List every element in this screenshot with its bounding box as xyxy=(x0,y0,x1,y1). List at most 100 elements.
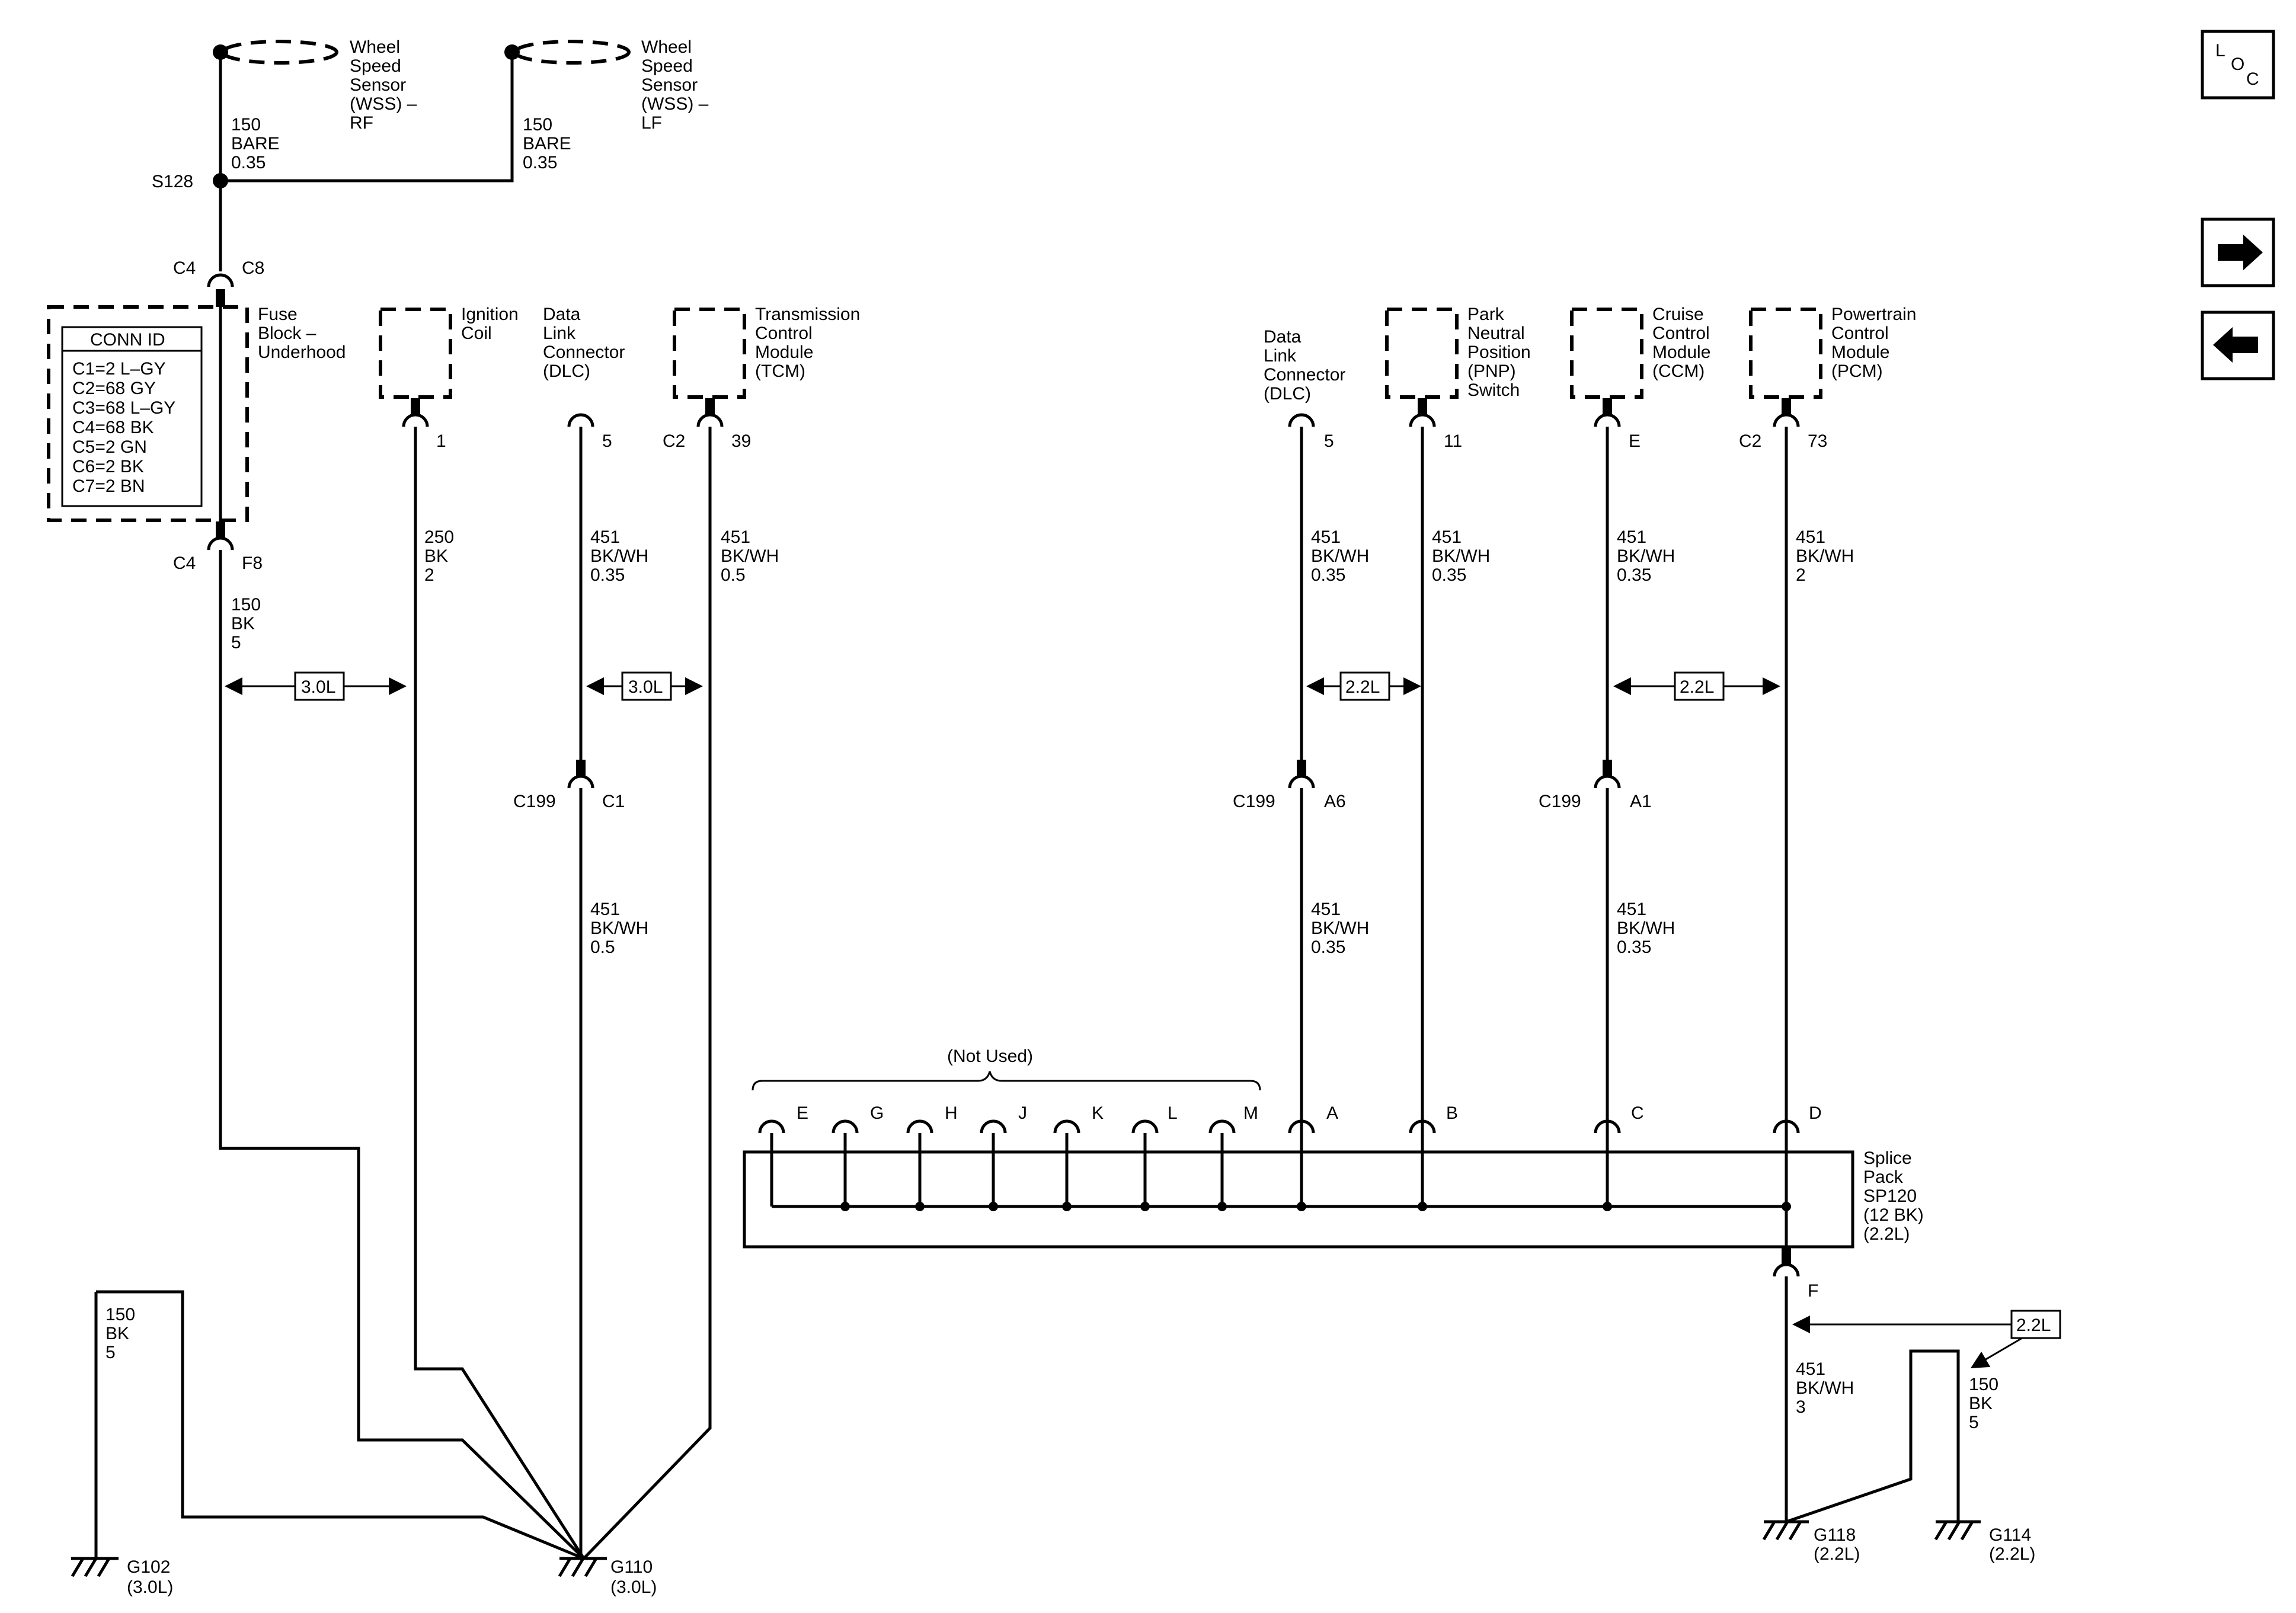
ccm-line-2: Control xyxy=(1652,324,1710,343)
wire-lf-line-3: 0.35 xyxy=(523,153,557,172)
pnp-line-3: Position xyxy=(1467,343,1531,362)
ground-g102-label: G102 xyxy=(127,1557,170,1577)
fuse-block-line-1: Fuse xyxy=(258,305,298,324)
loc-button[interactable]: L O C xyxy=(2201,30,2275,100)
conn-id-row: C2=68 GY xyxy=(72,379,156,398)
splice-pin-a: A xyxy=(1288,1103,1338,1211)
wss-rf-line-2: Speed xyxy=(350,56,401,76)
conn-id-row: C1=2 L–GY xyxy=(72,359,166,379)
wire-rf-line-2: BARE xyxy=(231,134,280,153)
splice-pin-h: H xyxy=(906,1103,958,1211)
wire-g102-line-1: 150 xyxy=(105,1305,135,1324)
conn-id-title: CONN ID xyxy=(90,330,165,350)
conn-id-row: C7=2 BN xyxy=(72,476,145,496)
wire-ign-line-2: BK xyxy=(424,546,448,566)
conn-id-row: C6=2 BK xyxy=(72,457,144,476)
svg-text:A: A xyxy=(1326,1103,1338,1123)
ground-g102-option: (3.0L) xyxy=(127,1577,173,1597)
back-button[interactable] xyxy=(2201,311,2275,380)
forward-button[interactable] xyxy=(2201,217,2275,287)
conn-id-row: C3=68 L–GY xyxy=(72,398,175,418)
pcm-line-3: Module xyxy=(1831,343,1889,362)
svg-text:M: M xyxy=(1243,1103,1258,1123)
splice-pin-d: D xyxy=(1773,1103,1822,1211)
dlc1-line-2: Link xyxy=(543,324,576,343)
ground-g118-option: (2.2L) xyxy=(1814,1544,1860,1564)
pcm-line-2: Control xyxy=(1831,324,1889,343)
wire-dlc1-line-1: 451 xyxy=(590,527,620,547)
ignition-line-1: Ignition xyxy=(461,305,519,324)
ground-g110-icon xyxy=(558,1557,607,1577)
wire-g114-line-2: BK xyxy=(1969,1394,1993,1413)
c199-a-pin: C1 xyxy=(602,792,625,811)
wire-rf-line-1: 150 xyxy=(231,115,261,135)
wire-dlc1-line-3: 0.35 xyxy=(590,565,625,585)
arrow-right-icon xyxy=(2218,235,2263,270)
ccm-pin: E xyxy=(1629,431,1641,451)
not-used-brace xyxy=(752,1071,1261,1091)
option-3-0l-label: 3.0L xyxy=(301,677,335,697)
arrow-left-icon xyxy=(2213,327,2258,363)
svg-text:G: G xyxy=(870,1103,884,1123)
wire-ccm-low-line-2: BK/WH xyxy=(1617,918,1675,938)
c4-bot-label: C4 xyxy=(173,553,196,573)
svg-text:B: B xyxy=(1446,1103,1458,1123)
wire-tcm-line-3: 0.5 xyxy=(721,565,746,585)
pcm-connector: C2 xyxy=(1739,431,1761,451)
wire-lf-line-1: 150 xyxy=(523,115,552,135)
wire-pnp-line-1: 451 xyxy=(1432,527,1462,547)
splice-pin-b: B xyxy=(1409,1103,1458,1211)
dlc2-line-1: Data xyxy=(1264,327,1302,347)
svg-text:D: D xyxy=(1809,1103,1822,1123)
option-2-2l-right: 2.2L xyxy=(1613,671,1780,701)
dlc1-line-4: (DLC) xyxy=(543,361,590,381)
dlc2-line-4: (DLC) xyxy=(1264,384,1311,404)
splice-pin-l: L xyxy=(1131,1103,1178,1211)
splice-f-pin: F xyxy=(1808,1281,1818,1301)
wss-lf-line-2: Speed xyxy=(641,56,693,76)
fuse-block-underhood: Fuse Block – Underhood xyxy=(47,305,346,522)
ground-g110-option: (3.0L) xyxy=(610,1577,657,1597)
dlc1-pin: 5 xyxy=(602,431,612,451)
fuse-block-line-3: Underhood xyxy=(258,343,346,362)
cruise-control-module: Cruise Control Module (CCM) xyxy=(1570,305,1710,399)
dlc2-line-3: Connector xyxy=(1264,365,1345,385)
wire-sp-f-line-2: BK/WH xyxy=(1796,1378,1854,1398)
wire-sp-f-line-3: 3 xyxy=(1796,1397,1806,1417)
wire-dlc1-line-2: BK/WH xyxy=(590,546,648,566)
ignition-line-2: Coil xyxy=(461,324,492,343)
wire-ccm-low-line-1: 451 xyxy=(1617,900,1646,919)
pnp-line-4: (PNP) xyxy=(1467,361,1516,381)
splice-pack-line-2: Pack xyxy=(1863,1167,1904,1187)
wire-150-line-1: 150 xyxy=(231,595,261,615)
option-3-0l-middle: 3.0L xyxy=(586,671,703,701)
svg-text:L: L xyxy=(1168,1103,1178,1123)
option-3-0l-label: 3.0L xyxy=(628,677,663,697)
option-3-0l-left: 3.0L xyxy=(225,671,407,701)
c4-top-label: C4 xyxy=(173,258,196,278)
wire-ign-line-3: 2 xyxy=(424,565,434,585)
pcm-line-4: (PCM) xyxy=(1831,361,1883,381)
dlc1-line-1: Data xyxy=(543,305,581,324)
splice-pack-line-1: Splice xyxy=(1863,1148,1912,1168)
conn-id-table: CONN ID C1=2 L–GY C2=68 GY C3=68 L–GY C4… xyxy=(61,326,203,507)
wire-ccm-low-line-3: 0.35 xyxy=(1617,937,1651,957)
wss-lf-line-4: (WSS) – xyxy=(641,94,709,114)
svg-text:E: E xyxy=(797,1103,808,1123)
splice-pin-g: G xyxy=(832,1103,884,1211)
tcm-line-4: (TCM) xyxy=(755,361,805,381)
wire-g114-line-1: 150 xyxy=(1969,1375,1998,1394)
wire-ign-line-1: 250 xyxy=(424,527,454,547)
option-2-2l-label: 2.2L xyxy=(1680,677,1714,697)
splice-pin-c: C xyxy=(1594,1103,1644,1211)
ground-g114-label: G114 xyxy=(1989,1525,2031,1545)
option-2-2l-bottom: 2.2L xyxy=(1792,1310,2061,1369)
splice-pack-sp120: Splice Pack SP120 (12 BK) (2.2L) xyxy=(743,1148,1924,1249)
f8-label: F8 xyxy=(242,553,263,573)
wire-rf-line-3: 0.35 xyxy=(231,153,266,172)
pcm-line-1: Powertrain xyxy=(1831,305,1916,324)
not-used-label: (Not Used) xyxy=(947,1046,1033,1066)
wss-rf-line-1: Wheel xyxy=(350,37,400,57)
wire-sp-f-line-1: 451 xyxy=(1796,1359,1825,1379)
